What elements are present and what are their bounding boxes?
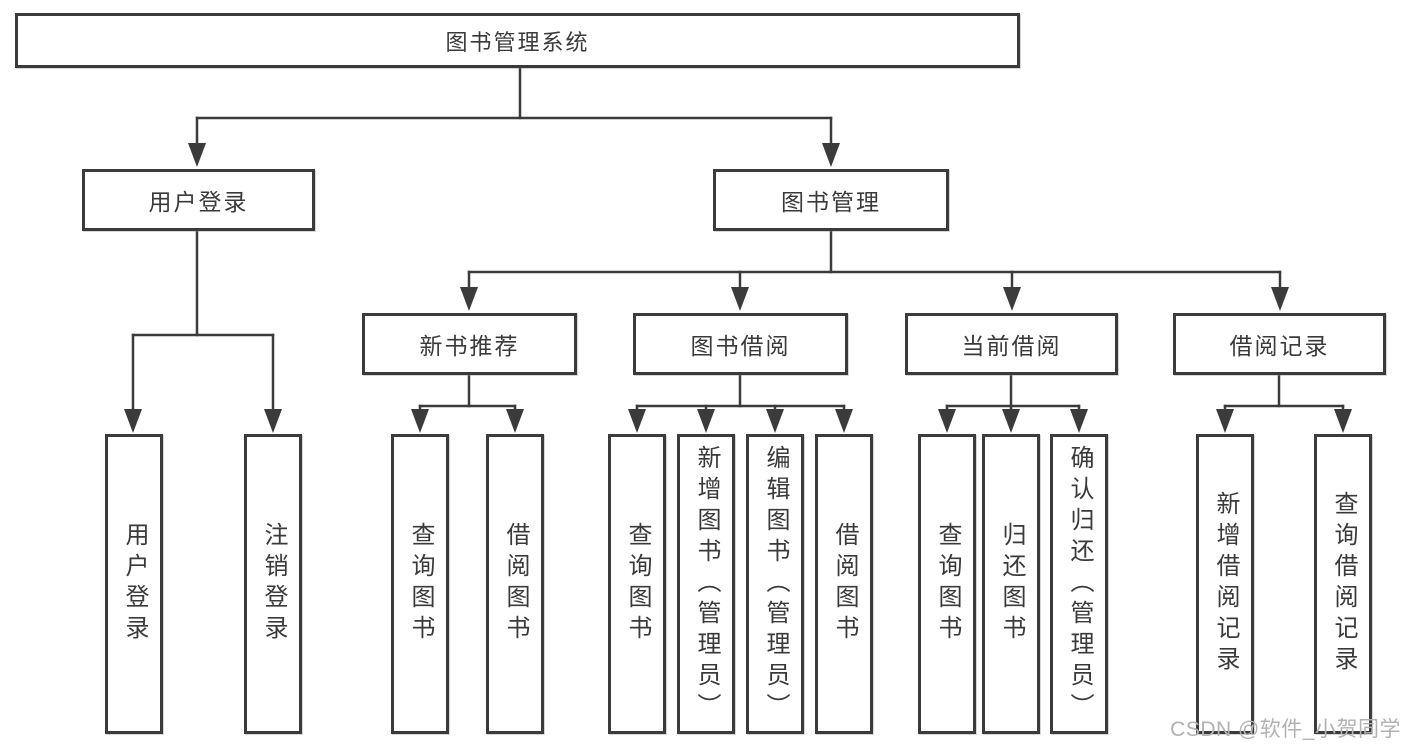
- leaf-query-borrow-record: 查询借阅记录: [1314, 434, 1372, 734]
- leaf-add-books-admin: 新增图书（管理员）: [677, 434, 735, 734]
- leaf-logout: 注销登录: [244, 434, 302, 734]
- arrowheads: [124, 143, 1352, 433]
- node-book-borrowing: 图书借阅: [633, 313, 848, 375]
- node-new-book-recommendation: 新书推荐: [362, 313, 577, 375]
- node-current-borrowing: 当前借阅: [905, 313, 1118, 375]
- leaf-add-borrow-record: 新增借阅记录: [1196, 434, 1254, 734]
- node-user-login-group: 用户登录: [82, 169, 315, 231]
- leaf-borrow-books-2: 借阅图书: [815, 434, 873, 734]
- leaf-query-books-1: 查询图书: [391, 434, 449, 734]
- leaf-borrow-books-1: 借阅图书: [486, 434, 544, 734]
- csdn-watermark: CSDN @软件_小贺同学: [1170, 718, 1401, 741]
- node-root: 图书管理系统: [15, 13, 1020, 68]
- leaf-user-login: 用户登录: [105, 434, 163, 734]
- node-book-management: 图书管理: [713, 169, 949, 231]
- leaf-query-books-2: 查询图书: [608, 434, 666, 734]
- leaf-confirm-return-admin: 确认归还（管理员）: [1050, 434, 1108, 734]
- leaf-edit-books-admin: 编辑图书（管理员）: [746, 434, 804, 734]
- node-borrowing-records: 借阅记录: [1173, 313, 1386, 375]
- leaf-query-books-3: 查询图书: [918, 434, 976, 734]
- leaf-return-books: 归还图书: [982, 434, 1040, 734]
